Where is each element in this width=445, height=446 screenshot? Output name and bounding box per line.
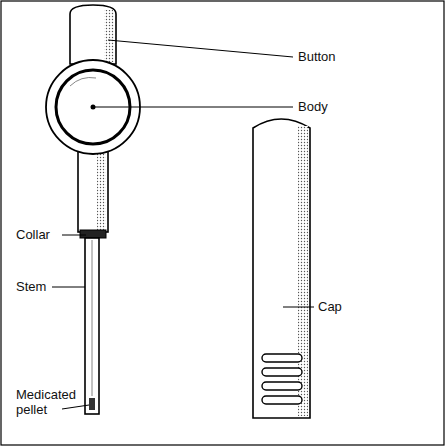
part-label: Medicated pellet xyxy=(16,387,84,417)
stem-shape xyxy=(85,238,99,414)
part-label: Collar xyxy=(16,227,50,242)
part-label: Stem xyxy=(16,279,46,294)
leader-lines xyxy=(52,40,314,409)
button-shading xyxy=(104,10,114,62)
cap-slots xyxy=(262,354,302,404)
body-neck xyxy=(78,148,108,232)
neck-shading xyxy=(97,152,106,230)
cap-shape xyxy=(253,119,310,418)
part-label: Cap xyxy=(318,299,342,314)
button-shape xyxy=(70,5,116,64)
body-highlight xyxy=(70,78,96,86)
stem-bore xyxy=(92,240,93,396)
part-label: Button xyxy=(298,49,336,64)
pellet-shape xyxy=(89,398,95,410)
collar-shape xyxy=(80,230,106,238)
part-label: Body xyxy=(298,99,328,114)
